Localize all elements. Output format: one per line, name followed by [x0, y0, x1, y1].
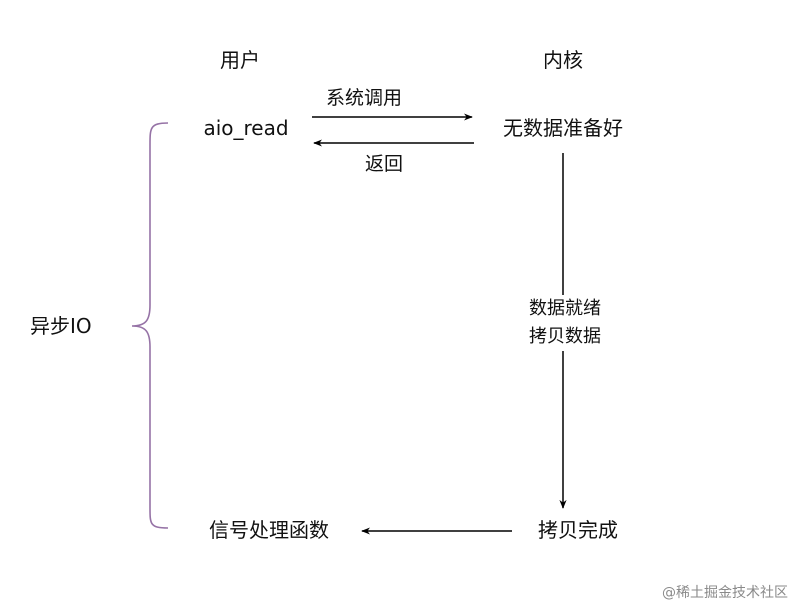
- copy-complete-node: 拷贝完成: [538, 518, 618, 542]
- kernel-column-title: 内核: [543, 48, 583, 72]
- no-data-ready-node: 无数据准备好: [503, 116, 623, 140]
- signal-handler-node: 信号处理函数: [209, 518, 329, 542]
- aio-read-node: aio_read: [203, 116, 289, 140]
- async-brace: [131, 122, 169, 529]
- data-ready-label-line1: 数据就绪: [529, 298, 601, 319]
- data-ready-label-line2: 拷贝数据: [529, 326, 601, 347]
- user-column-title: 用户: [220, 48, 260, 72]
- data-ready-label: 数据就绪 拷贝数据: [529, 295, 601, 351]
- watermark: @稀土掘金技术社区: [662, 585, 788, 601]
- syscall-label: 系统调用: [325, 87, 403, 109]
- async-io-label: 异步IO: [30, 314, 92, 338]
- return-label: 返回: [364, 153, 404, 175]
